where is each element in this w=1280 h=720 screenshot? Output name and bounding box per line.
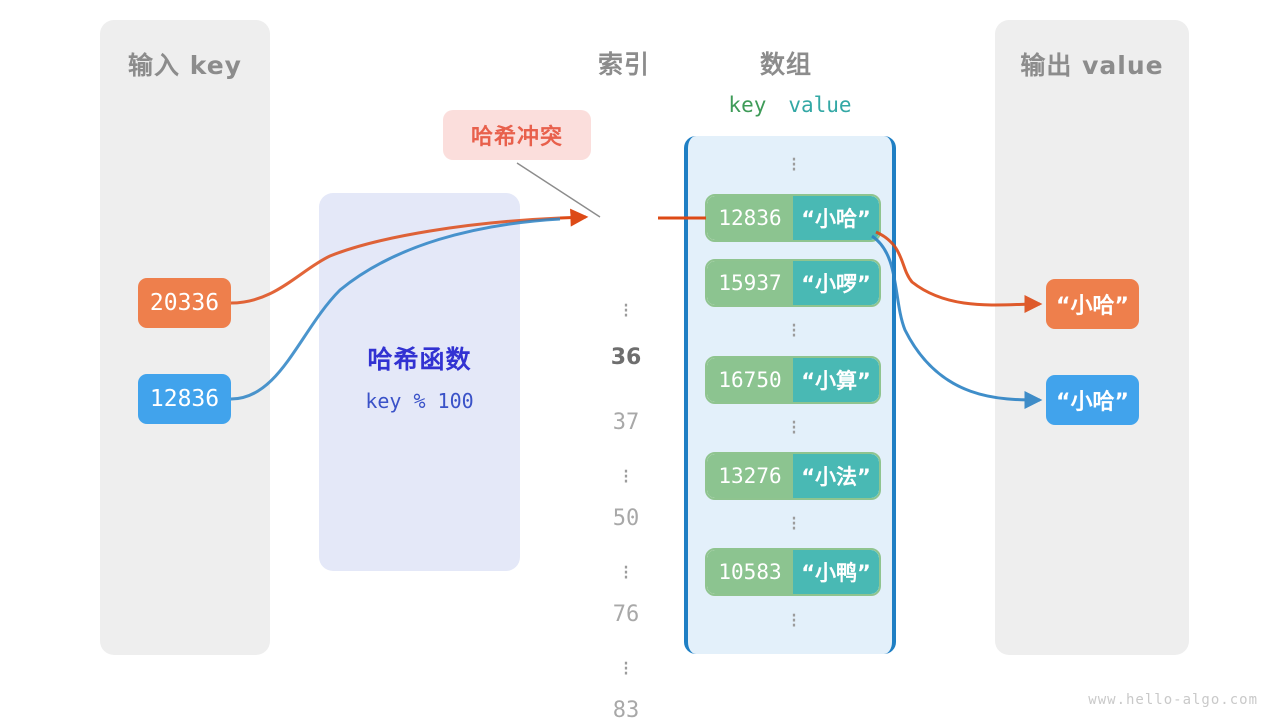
array-cell: 10583“小鸭”: [705, 548, 881, 596]
input-key-pill-1: 12836: [138, 374, 231, 424]
wire-arrowhead-index: [559, 208, 589, 227]
key-column-label: key: [728, 93, 767, 117]
array-cell: 16750“小算”: [705, 356, 881, 404]
input-panel-title: 输入 key: [128, 51, 242, 80]
watermark: www.hello-algo.com: [1088, 692, 1258, 708]
index-ellipsis: ···: [622, 652, 630, 687]
hash-function-formula: key % 100: [365, 389, 474, 413]
cell-key: 10583: [707, 550, 793, 594]
input-key-pill-0: 20336: [138, 278, 231, 328]
cell-key: 12836: [707, 196, 793, 240]
cell-value: “小算”: [793, 358, 879, 402]
cell-key: 16750: [707, 358, 793, 402]
array-cell: 15937“小啰”: [705, 259, 881, 307]
array-cell: 12836“小哈”: [705, 194, 881, 242]
cell-value: “小哈”: [793, 196, 879, 240]
index-ellipsis: ···: [622, 460, 630, 495]
array-container: ···············12836“小哈”15937“小啰”16750“小…: [684, 136, 896, 654]
output-value-pill-0: “小哈”: [1046, 279, 1139, 329]
index-ellipsis: ···: [622, 294, 630, 329]
array-ellipsis: ···: [790, 507, 798, 542]
hash-collision-label: 哈希冲突: [443, 110, 591, 160]
cell-key: 13276: [707, 454, 793, 498]
cell-value: “小鸭”: [793, 550, 879, 594]
array-cell: 13276“小法”: [705, 452, 881, 500]
hash-function-title: 哈希函数: [367, 345, 472, 374]
output-value-panel: 输出 value: [995, 20, 1189, 655]
wire-collision-leader: [516, 162, 601, 218]
cell-value: “小啰”: [793, 261, 879, 305]
index-label-37: 37: [612, 410, 640, 435]
index-label-83: 83: [612, 698, 640, 720]
output-value-pill-1: “小哈”: [1046, 375, 1139, 425]
index-column-heading: 索引: [598, 50, 651, 79]
index-label-36: 36: [610, 345, 642, 370]
key-value-heading: key value: [684, 93, 896, 117]
cell-key: 15937: [707, 261, 793, 305]
input-key-panel: 输入 key: [100, 20, 270, 655]
cell-value: “小法”: [793, 454, 879, 498]
hash-function-box: 哈希函数 key % 100: [319, 193, 520, 571]
index-ellipsis: ···: [622, 556, 630, 591]
value-column-label: value: [788, 93, 852, 117]
array-ellipsis: ···: [790, 148, 798, 183]
array-heading: 数组: [760, 50, 813, 79]
index-label-50: 50: [612, 506, 640, 531]
array-ellipsis: ···: [790, 411, 798, 446]
array-ellipsis: ···: [790, 604, 798, 639]
output-panel-title: 输出 value: [1020, 51, 1164, 80]
index-label-76: 76: [612, 602, 640, 627]
array-ellipsis: ···: [790, 314, 798, 349]
